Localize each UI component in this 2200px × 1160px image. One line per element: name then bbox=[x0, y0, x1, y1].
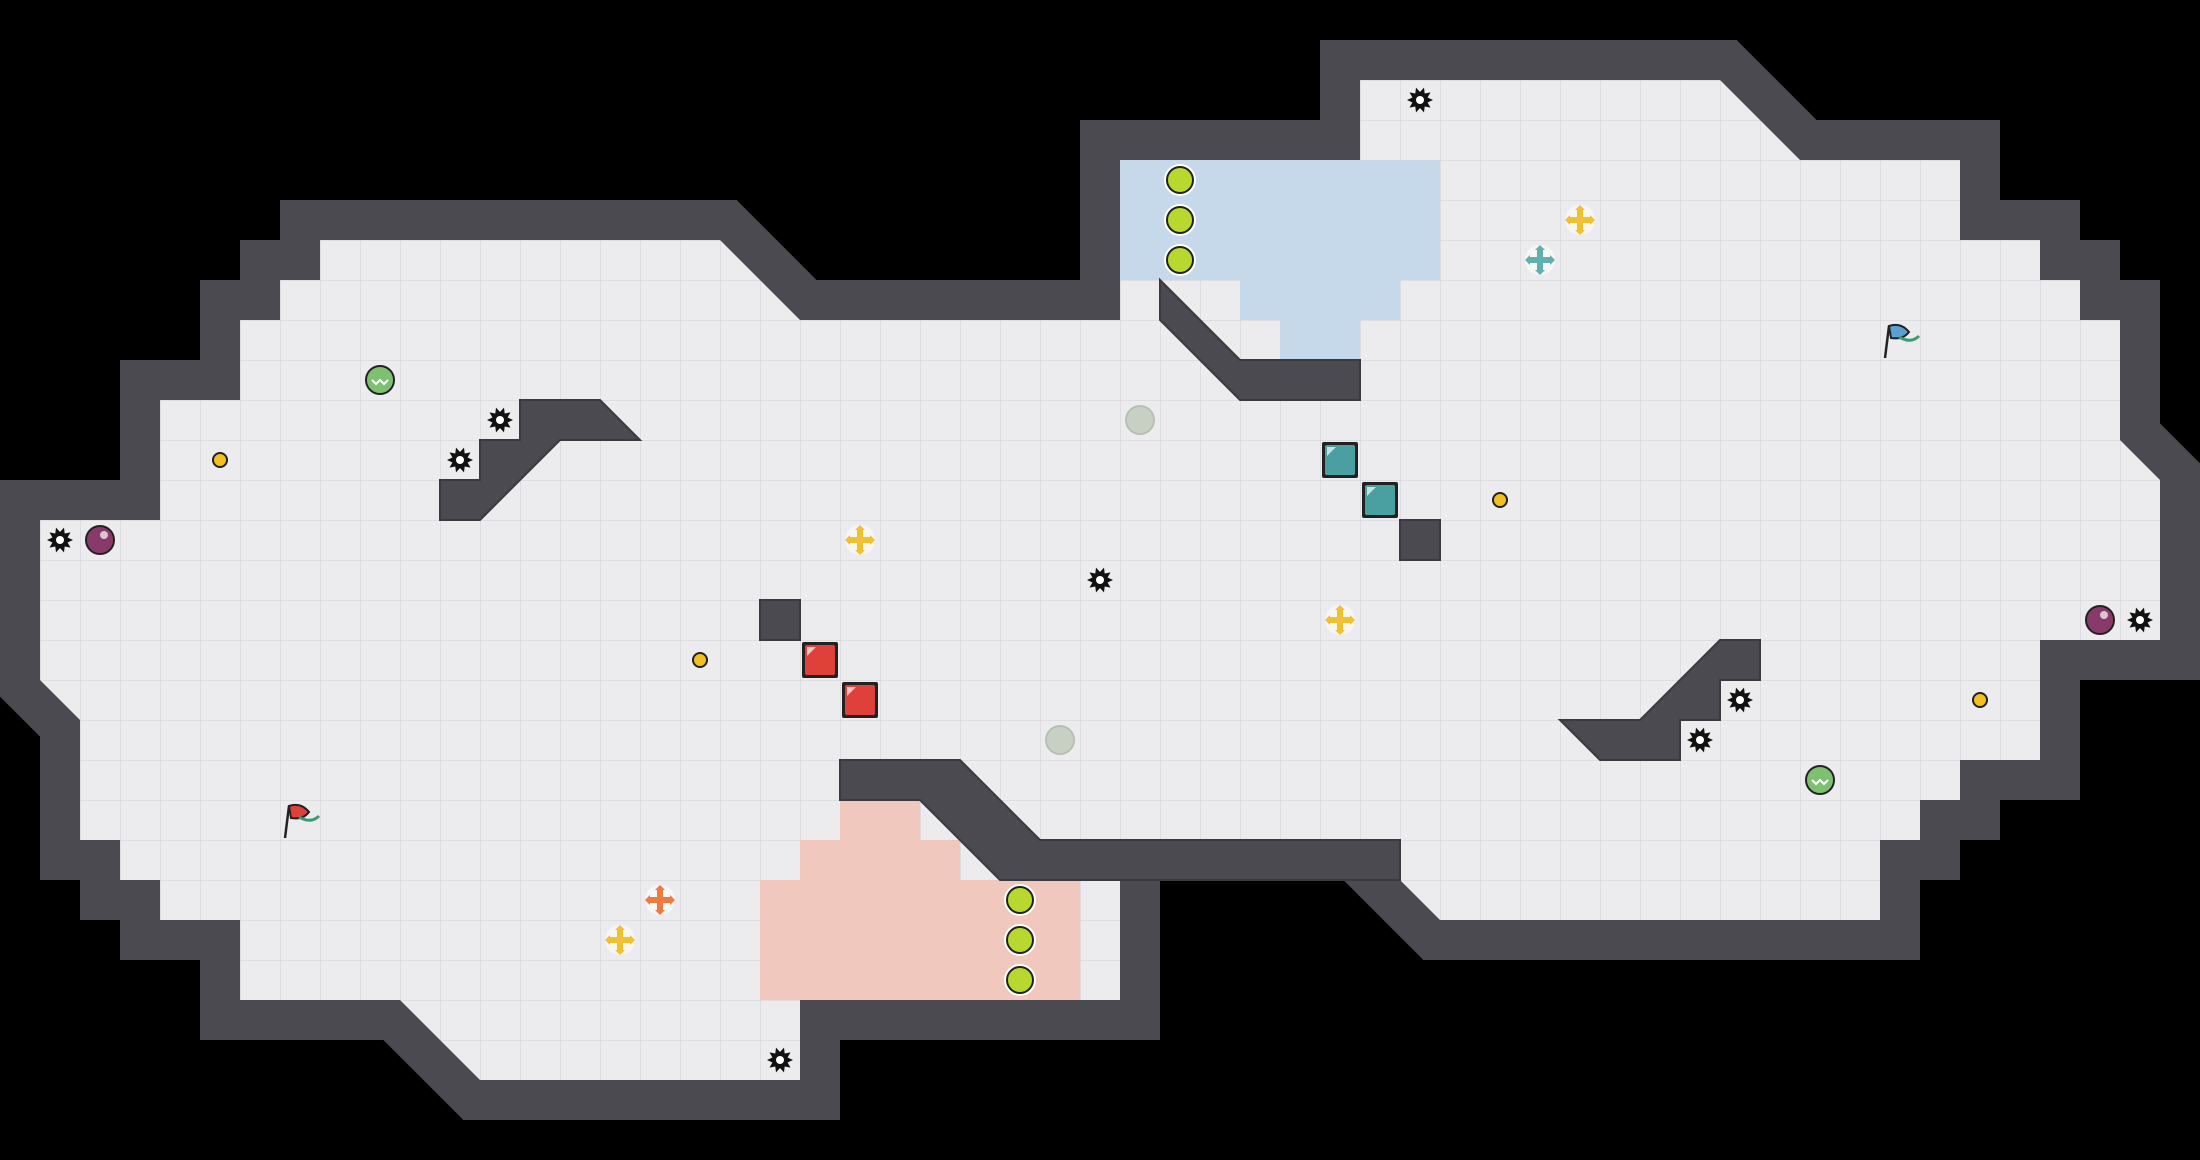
inner-wall bbox=[839, 759, 1401, 881]
inner-wall bbox=[1159, 277, 1361, 401]
coin-icon[interactable] bbox=[212, 452, 228, 468]
spike-icon bbox=[1687, 727, 1713, 753]
portal-icon[interactable] bbox=[1125, 405, 1155, 435]
gate-button[interactable] bbox=[1164, 204, 1196, 236]
spike-icon bbox=[767, 1047, 793, 1073]
wall-block bbox=[759, 599, 801, 641]
bomb-icon[interactable] bbox=[1805, 765, 1835, 795]
powerup-icon[interactable] bbox=[1525, 245, 1555, 275]
portal-icon[interactable] bbox=[1045, 725, 1075, 755]
coin-icon[interactable] bbox=[692, 652, 708, 668]
spike-icon bbox=[1727, 687, 1753, 713]
red-block bbox=[842, 682, 878, 718]
coin-icon[interactable] bbox=[1492, 492, 1508, 508]
coin-icon[interactable] bbox=[1972, 692, 1988, 708]
inner-wall bbox=[1557, 639, 1761, 761]
inner-wall bbox=[439, 399, 643, 521]
wall-block bbox=[1399, 519, 1441, 561]
gate-button[interactable] bbox=[1164, 244, 1196, 276]
red-base-zone bbox=[800, 840, 960, 880]
powerup-icon[interactable] bbox=[1325, 605, 1355, 635]
blue-flag-icon[interactable] bbox=[1883, 323, 1921, 359]
powerup-icon[interactable] bbox=[845, 525, 875, 555]
bomb-icon[interactable] bbox=[365, 365, 395, 395]
inner-walls bbox=[439, 277, 1761, 881]
red-flag-icon[interactable] bbox=[283, 803, 321, 839]
entities bbox=[47, 87, 2153, 1073]
powerup-icon[interactable] bbox=[1565, 205, 1595, 235]
spike-icon bbox=[487, 407, 513, 433]
spike-icon bbox=[1407, 87, 1433, 113]
spike-icon bbox=[1087, 567, 1113, 593]
teal-block bbox=[1322, 442, 1358, 478]
red-block bbox=[802, 642, 838, 678]
powerup-icon[interactable] bbox=[645, 885, 675, 915]
gate-button[interactable] bbox=[1004, 884, 1036, 916]
teal-block bbox=[1362, 482, 1398, 518]
blue-base-zone bbox=[1240, 280, 1400, 320]
spike-icon bbox=[2127, 607, 2153, 633]
boost-icon[interactable] bbox=[85, 525, 115, 555]
boost-icon[interactable] bbox=[2085, 605, 2115, 635]
powerup-icon[interactable] bbox=[605, 925, 635, 955]
spike-icon bbox=[47, 527, 73, 553]
red-base-zone bbox=[840, 800, 920, 840]
gate-button[interactable] bbox=[1004, 924, 1036, 956]
spike-icon bbox=[447, 447, 473, 473]
gate-button[interactable] bbox=[1004, 964, 1036, 996]
gate-button[interactable] bbox=[1164, 164, 1196, 196]
blue-base-zone bbox=[1280, 320, 1360, 360]
